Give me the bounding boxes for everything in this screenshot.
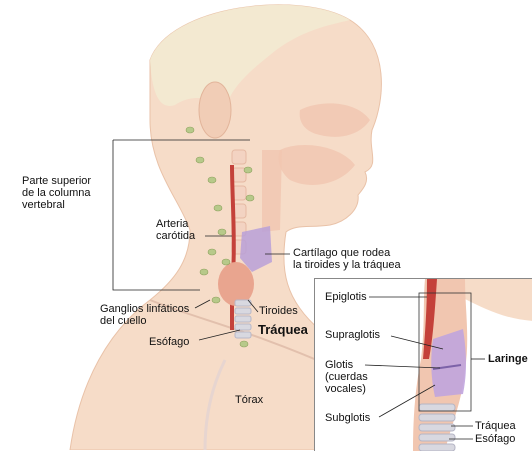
pharynx <box>262 150 282 232</box>
inset-skin-bg <box>465 279 532 321</box>
epiglottis-label: Epiglotis <box>325 291 367 303</box>
trachea-tube <box>235 300 251 338</box>
spine-label: Parte superior de la columna vertebral <box>22 175 91 211</box>
subglottis-label: Subglotis <box>325 412 370 424</box>
thyroid-gland <box>218 262 254 306</box>
carotid-label: Arteria carótida <box>156 218 195 242</box>
ear <box>199 82 231 138</box>
lymph-nodes-label: Ganglios linfáticos del cuello <box>100 303 189 327</box>
trachea-label: Tráquea <box>258 323 308 337</box>
larynx-label: Laringe <box>488 353 528 365</box>
inset-esophagus-label: Esófago <box>475 433 515 445</box>
inset-trachea-label: Tráquea <box>475 420 516 432</box>
thorax-label: Tórax <box>235 394 263 406</box>
thyroid-label: Tiroides <box>259 305 298 317</box>
larynx-inset: Epiglotis Supraglotis Glotis (cuerdas vo… <box>314 278 532 451</box>
cartilage-label: Cartílago que rodea la tiroides y la trá… <box>293 247 401 271</box>
supraglottis-label: Supraglotis <box>325 329 380 341</box>
inset-larynx-region <box>431 329 466 397</box>
glottis-label: Glotis (cuerdas vocales) <box>325 359 368 395</box>
esophagus-label: Esófago <box>149 336 189 348</box>
